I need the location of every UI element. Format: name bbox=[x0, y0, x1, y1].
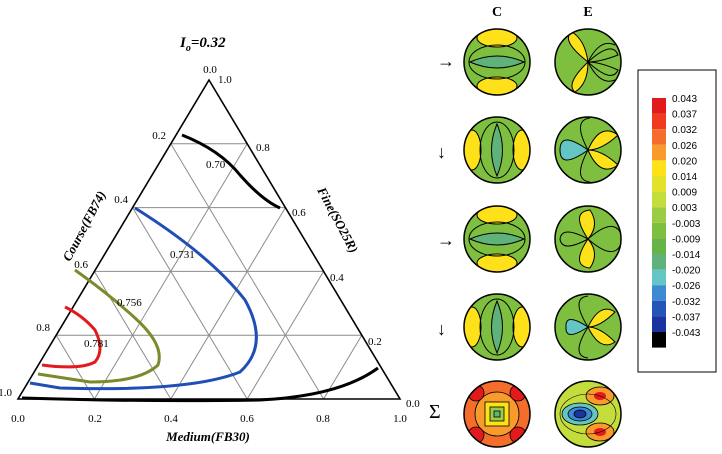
legend-swatch bbox=[652, 98, 666, 114]
legend-label: 0.009 bbox=[672, 188, 697, 199]
legend-swatch bbox=[652, 222, 666, 239]
tick-left: 0.6 bbox=[74, 259, 88, 271]
axis-left-label: Course(FB74) bbox=[59, 188, 109, 263]
tick-left: 0.4 bbox=[114, 194, 128, 206]
right-ticks: 0.0 0.2 0.4 0.6 0.8 1.0 bbox=[218, 74, 420, 410]
map-row1-c bbox=[464, 29, 530, 95]
tick-left: 0.2 bbox=[152, 130, 166, 142]
grid-line bbox=[170, 207, 286, 400]
column-header-c: C bbox=[492, 5, 502, 20]
legend-label: 0.032 bbox=[672, 125, 697, 136]
row-arrow-right: → bbox=[437, 51, 455, 71]
contour-curves bbox=[21, 133, 379, 403]
tick-bottom: 0.8 bbox=[316, 413, 330, 425]
contour-label: 0.731 bbox=[170, 249, 195, 261]
legend-swatch bbox=[652, 160, 666, 176]
legend-swatch bbox=[652, 207, 666, 223]
legend-label: 0.026 bbox=[672, 141, 697, 152]
legend-label: 0.037 bbox=[672, 110, 697, 121]
legend-swatch bbox=[652, 316, 666, 332]
tick-bottom: 0.2 bbox=[88, 413, 102, 425]
map-row3-c bbox=[464, 206, 530, 272]
map-row4-c bbox=[464, 294, 530, 360]
legend-swatch bbox=[652, 269, 666, 286]
legend-label: 0.043 bbox=[672, 94, 697, 105]
legend-labels: 0.043 0.037 0.032 0.026 0.020 0.014 0.009 0.003… bbox=[672, 94, 701, 339]
tick-right: 1.0 bbox=[218, 74, 232, 86]
tick-left: 0.0 bbox=[203, 64, 217, 76]
contour-0.781 bbox=[41, 305, 102, 369]
row-arrow-down: ↓ bbox=[437, 142, 446, 162]
legend-label: 0.003 bbox=[672, 203, 697, 214]
map-row2-c bbox=[464, 117, 530, 183]
sum-symbol: Σ bbox=[429, 401, 441, 423]
tick-right: 0.4 bbox=[330, 272, 344, 284]
tick-right: 0.8 bbox=[256, 142, 270, 154]
legend-label: -0.043 bbox=[672, 328, 701, 339]
legend-swatch bbox=[652, 129, 666, 145]
ternary-triangle bbox=[16, 78, 402, 400]
map-row3-e bbox=[555, 206, 621, 272]
legend-swatch bbox=[652, 113, 666, 130]
tick-right: 0.6 bbox=[292, 207, 306, 219]
map-row1-e bbox=[555, 29, 621, 95]
legend-swatch bbox=[652, 144, 666, 161]
legend-label: -0.032 bbox=[672, 297, 701, 308]
map-row4-e bbox=[555, 294, 621, 360]
tick-bottom: 1.0 bbox=[393, 413, 407, 425]
grid-line bbox=[132, 207, 248, 400]
legend-label: -0.037 bbox=[672, 312, 701, 323]
contour-label: 0.70 bbox=[206, 159, 226, 171]
bottom-ticks: 0.0 0.2 0.4 0.6 0.8 1.0 bbox=[11, 413, 407, 425]
grid-line bbox=[246, 271, 325, 400]
legend-label: -0.020 bbox=[672, 266, 701, 277]
legend-swatches bbox=[652, 98, 666, 348]
tick-bottom: 0.4 bbox=[164, 413, 178, 425]
legend-swatch bbox=[652, 176, 666, 192]
legend-swatch bbox=[652, 300, 666, 317]
tick-bottom: 0.0 bbox=[11, 413, 25, 425]
legend-label: 0.014 bbox=[672, 172, 697, 183]
contour-0.70-upper bbox=[181, 133, 281, 210]
tick-bottom: 0.6 bbox=[240, 413, 254, 425]
tick-right: 0.2 bbox=[368, 336, 382, 348]
legend-box bbox=[637, 69, 717, 373]
axis-bottom-label: Medium(FB30) bbox=[165, 429, 250, 444]
left-ticks: 1.0 0.8 0.6 0.4 0.2 0.0 bbox=[0, 64, 217, 399]
map-sum-e bbox=[555, 381, 621, 447]
legend-swatch bbox=[652, 285, 666, 301]
tick-left: 0.8 bbox=[36, 322, 50, 334]
column-header-e: E bbox=[583, 5, 592, 20]
title: Io=0.32 bbox=[179, 35, 226, 54]
legend-label: 0.020 bbox=[672, 156, 697, 167]
contour-0.756 bbox=[37, 268, 161, 384]
legend-label: -0.026 bbox=[672, 281, 701, 292]
row-arrow-right: → bbox=[437, 230, 455, 250]
contour-labels: 0.70 0.731 0.756 0.781 bbox=[84, 159, 226, 350]
tick-left: 1.0 bbox=[0, 387, 13, 399]
axis-right-label: Fine(SO25R) bbox=[314, 184, 362, 256]
contour-0.70-lower bbox=[21, 366, 379, 403]
ternary-grid bbox=[55, 143, 363, 400]
contour-label: 0.781 bbox=[84, 338, 109, 350]
legend-label: -0.009 bbox=[672, 234, 701, 245]
legend-swatch bbox=[652, 332, 666, 348]
contour-label: 0.756 bbox=[117, 297, 142, 309]
tick-right: 0.0 bbox=[406, 398, 420, 410]
legend-label: -0.014 bbox=[672, 250, 701, 261]
legend-swatch bbox=[652, 254, 666, 270]
contour-0.731 bbox=[29, 206, 258, 391]
row-arrow-down: ↓ bbox=[437, 319, 446, 339]
legend-swatch bbox=[652, 238, 666, 254]
legend-swatch bbox=[652, 191, 666, 208]
legend-label: -0.003 bbox=[672, 219, 701, 230]
